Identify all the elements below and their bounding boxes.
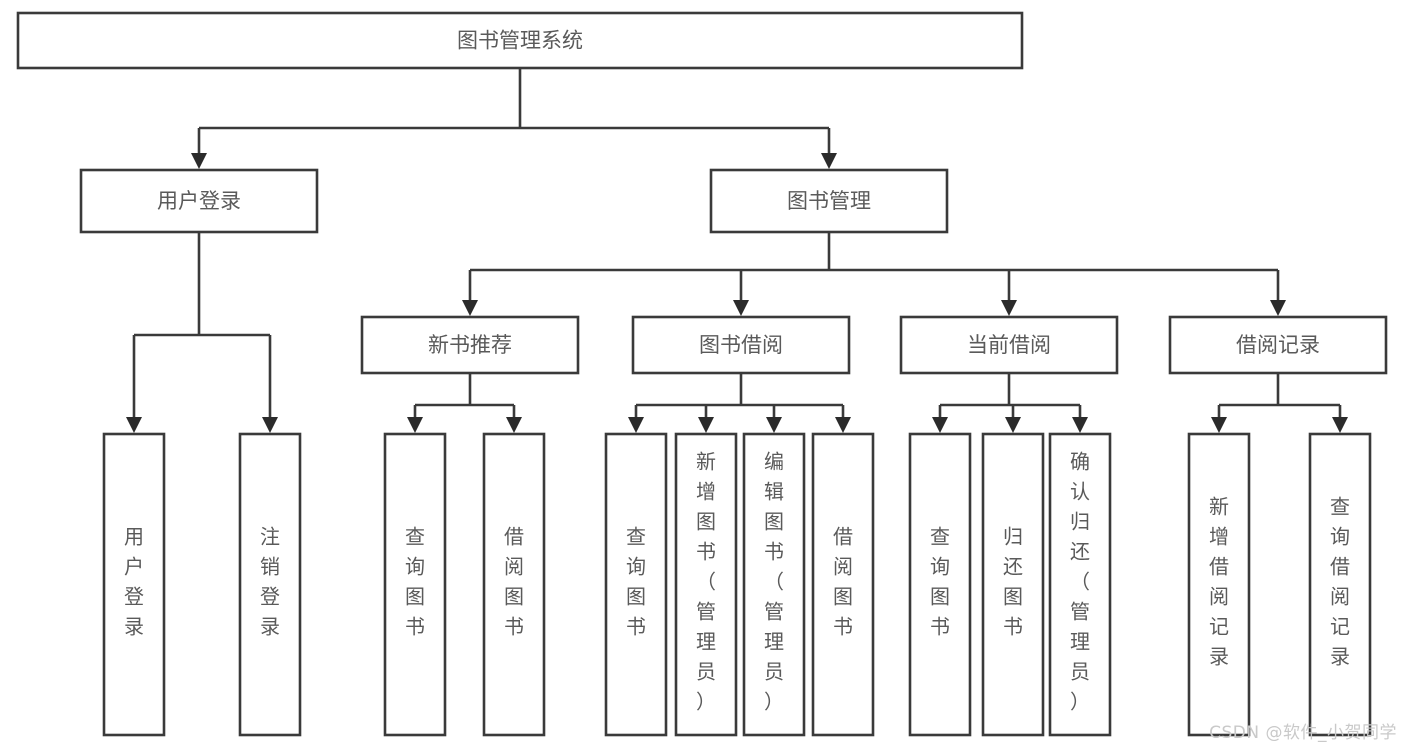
connector-borrow-record <box>1211 373 1348 433</box>
node-label-leaf-logout: 注销登录 <box>260 525 280 639</box>
node-leaf-query-book-1[interactable]: 查询图书 <box>383 432 447 737</box>
node-box-leaf-logout <box>238 432 302 737</box>
node-label-leaf-query-book-2: 查询图书 <box>626 525 646 639</box>
node-box-leaf-confirm-return <box>1048 432 1112 737</box>
node-box-book-manage <box>709 168 949 234</box>
node-label-current-borrow: 当前借阅 <box>967 333 1051 357</box>
node-leaf-user-login[interactable]: 用户登录 <box>102 432 166 737</box>
node-label-leaf-query-book-3: 查询图书 <box>930 525 950 639</box>
node-leaf-borrow-book-1[interactable]: 借阅图书 <box>482 432 546 737</box>
node-label-leaf-edit-book: 编辑图书（管理员） <box>764 450 784 714</box>
node-label-leaf-user-login: 用户登录 <box>124 525 144 639</box>
node-box-leaf-return-book <box>981 432 1045 737</box>
node-borrow-record[interactable]: 借阅记录 <box>1168 315 1388 375</box>
node-book-borrow[interactable]: 图书借阅 <box>631 315 851 375</box>
node-user-login[interactable]: 用户登录 <box>79 168 319 234</box>
node-leaf-confirm-return[interactable]: 确认归还（管理员） <box>1048 432 1112 737</box>
node-box-user-login <box>79 168 319 234</box>
node-leaf-query-record[interactable]: 查询借阅记录 <box>1308 432 1372 737</box>
node-label-leaf-borrow-book-2: 借阅图书 <box>833 525 853 639</box>
node-leaf-logout[interactable]: 注销登录 <box>238 432 302 737</box>
node-leaf-edit-book[interactable]: 编辑图书（管理员） <box>742 432 806 737</box>
node-box-leaf-edit-book <box>742 432 806 737</box>
node-box-leaf-query-book-3 <box>908 432 972 737</box>
node-leaf-borrow-book-2[interactable]: 借阅图书 <box>811 432 875 737</box>
node-label-leaf-query-record: 查询借阅记录 <box>1330 495 1350 669</box>
node-layer: 图书管理系统用户登录图书管理新书推荐图书借阅当前借阅借阅记录用户登录注销登录查询… <box>16 11 1388 737</box>
node-current-borrow[interactable]: 当前借阅 <box>899 315 1119 375</box>
node-label-user-login: 用户登录 <box>157 189 241 213</box>
connector-root <box>191 68 837 169</box>
node-label-new-book-rec: 新书推荐 <box>428 333 512 357</box>
node-book-manage[interactable]: 图书管理 <box>709 168 949 234</box>
node-box-leaf-borrow-book-2 <box>811 432 875 737</box>
connector-new-book-rec <box>407 373 522 433</box>
node-box-leaf-borrow-book-1 <box>482 432 546 737</box>
node-box-current-borrow <box>899 315 1119 375</box>
node-label-root: 图书管理系统 <box>457 29 583 53</box>
node-box-root <box>16 11 1024 70</box>
connector-user-login <box>126 232 278 433</box>
connector-book-borrow <box>628 373 851 433</box>
node-label-borrow-record: 借阅记录 <box>1236 333 1320 357</box>
node-label-leaf-query-book-1: 查询图书 <box>405 525 425 639</box>
node-label-leaf-return-book: 归还图书 <box>1003 525 1023 639</box>
node-label-leaf-confirm-return: 确认归还（管理员） <box>1070 450 1090 714</box>
node-box-leaf-add-book <box>674 432 738 737</box>
node-leaf-query-book-2[interactable]: 查询图书 <box>604 432 668 737</box>
connector-layer <box>126 68 1348 433</box>
connector-book-manage <box>462 232 1286 316</box>
node-leaf-add-record[interactable]: 新增借阅记录 <box>1187 432 1251 737</box>
node-leaf-query-book-3[interactable]: 查询图书 <box>908 432 972 737</box>
node-box-book-borrow <box>631 315 851 375</box>
node-label-leaf-add-book: 新增图书（管理员） <box>696 450 716 714</box>
node-leaf-return-book[interactable]: 归还图书 <box>981 432 1045 737</box>
node-label-book-borrow: 图书借阅 <box>699 333 783 357</box>
node-leaf-add-book[interactable]: 新增图书（管理员） <box>674 432 738 737</box>
node-box-leaf-add-record <box>1187 432 1251 737</box>
watermark-text: CSDN @软件_小贺同学 <box>1209 723 1397 743</box>
node-box-leaf-query-book-1 <box>383 432 447 737</box>
node-label-leaf-borrow-book-1: 借阅图书 <box>504 525 524 639</box>
node-box-borrow-record <box>1168 315 1388 375</box>
node-root[interactable]: 图书管理系统 <box>16 11 1024 70</box>
connector-current-borrow <box>932 373 1088 433</box>
node-box-leaf-user-login <box>102 432 166 737</box>
node-new-book-rec[interactable]: 新书推荐 <box>360 315 580 375</box>
node-box-leaf-query-book-2 <box>604 432 668 737</box>
node-box-new-book-rec <box>360 315 580 375</box>
node-label-leaf-add-record: 新增借阅记录 <box>1209 495 1229 669</box>
node-label-book-manage: 图书管理 <box>787 189 871 213</box>
node-box-leaf-query-record <box>1308 432 1372 737</box>
